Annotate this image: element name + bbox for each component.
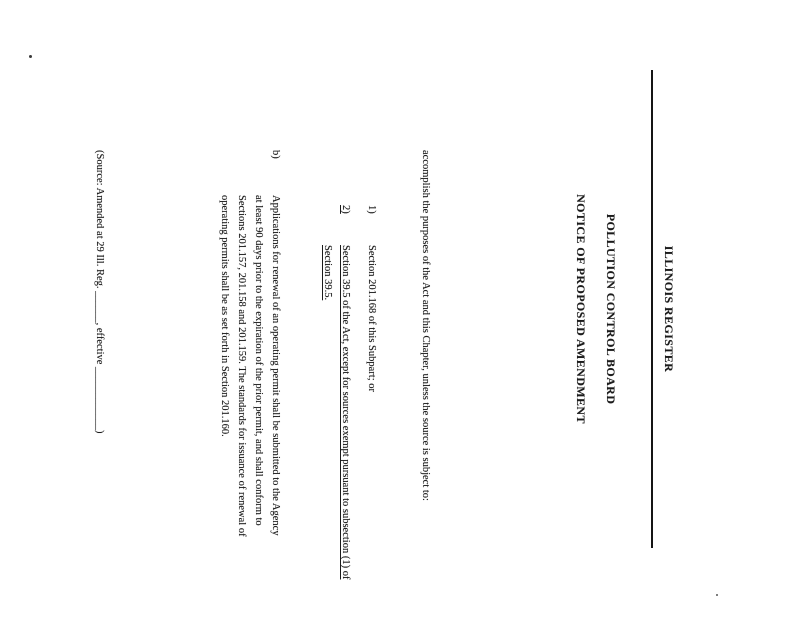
paragraph-b-text: Applications for renewal of an operating… [219, 195, 281, 537]
paragraph-b: b) Applications for renewal of an operat… [216, 150, 284, 550]
paragraph-b-label: b) [270, 150, 281, 159]
list-item-2-text: Section 39.5 of the Act, except for sour… [322, 245, 351, 580]
list-item-1: 1) Section 201.168 of this Subpart; or [362, 205, 380, 585]
intro-paragraph: accomplish the purposes of the Act and t… [420, 150, 431, 501]
source-note: (Source: Amended at 29 Ill. Reg. ______,… [94, 150, 105, 434]
list-item-1-text: Section 201.168 of this Subpart; or [366, 245, 377, 392]
board-title: POLLUTION CONTROL BOARD [604, 213, 618, 405]
scan-artifact-dot [29, 55, 32, 58]
list-item-1-number: 1) [366, 205, 377, 214]
list-item-2-number: 2) [340, 205, 351, 214]
header-rule [651, 70, 653, 548]
list-item-2: 2) Section 39.5 of the Act, except for s… [318, 205, 354, 585]
notice-title: NOTICE OF PROPOSED AMENDMENT [574, 194, 588, 424]
scan-artifact-dot [716, 594, 718, 596]
register-title: ILLINOIS REGISTER [662, 245, 676, 373]
